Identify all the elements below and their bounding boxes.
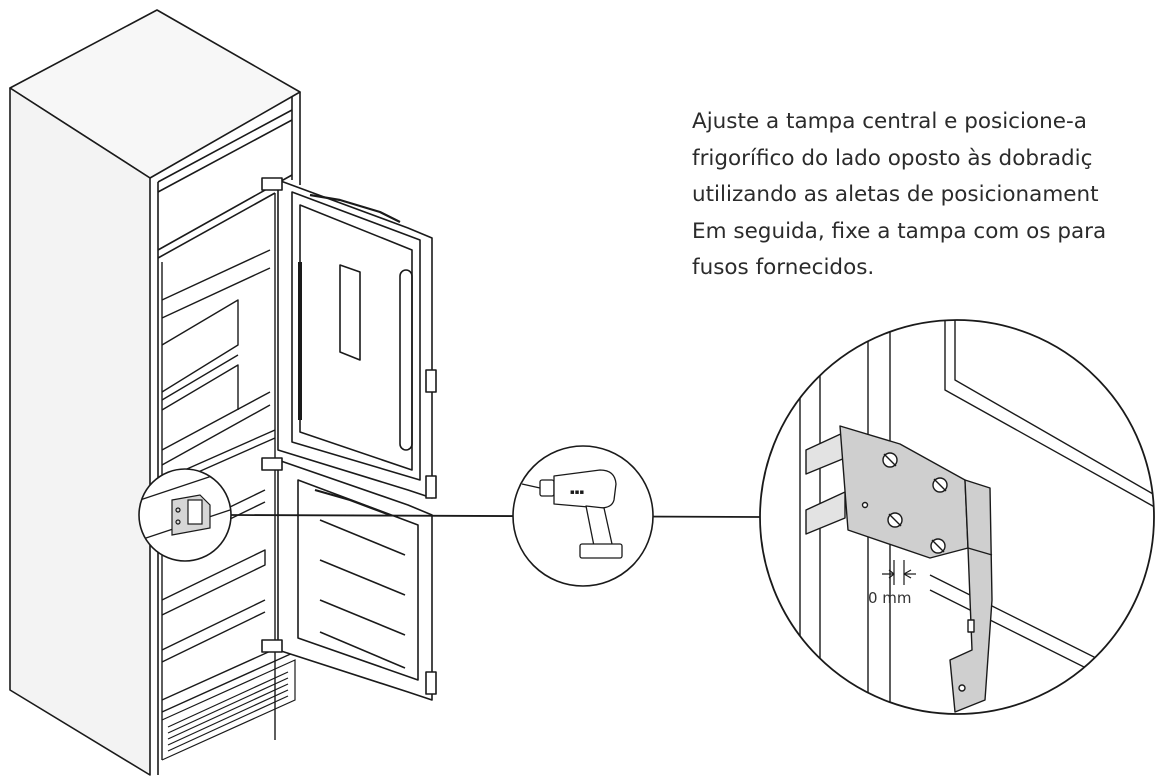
upper-door [261, 177, 437, 499]
lower-door [261, 457, 437, 701]
power-drill-icon: ▪▪▪ [521, 469, 623, 559]
instruction-text: Ajuste a tampa central e posicione-a fri… [692, 104, 1157, 287]
detail-callout-large: 0 mm [759, 319, 1155, 715]
instruction-line: fusos fornecidos. [692, 255, 875, 280]
screw-icon [932, 477, 948, 493]
screw-icon [882, 452, 898, 468]
ventilation-grille [161, 659, 296, 761]
screw-icon [930, 538, 946, 554]
detail-callout-small [138, 468, 232, 562]
tool-callout: ▪▪▪ [512, 445, 654, 587]
centre-cover-bracket [839, 425, 993, 713]
instruction-line: Em seguida, fixe a tampa com os para [692, 218, 1107, 244]
screw-icon [887, 512, 903, 528]
gap-measurement-label: 0 mm [868, 589, 912, 607]
svg-text:▪▪▪: ▪▪▪ [570, 488, 584, 496]
instruction-line: utilizando as aletas de posicionament [692, 182, 1099, 207]
instruction-line: frigorífico do lado oposto às dobradiç [692, 145, 1093, 171]
built-in-cabinet [9, 9, 301, 776]
instruction-line: Ajuste a tampa central e posicione-a [692, 109, 1087, 134]
callout-connector [230, 514, 761, 518]
gap-dimension [882, 560, 916, 585]
